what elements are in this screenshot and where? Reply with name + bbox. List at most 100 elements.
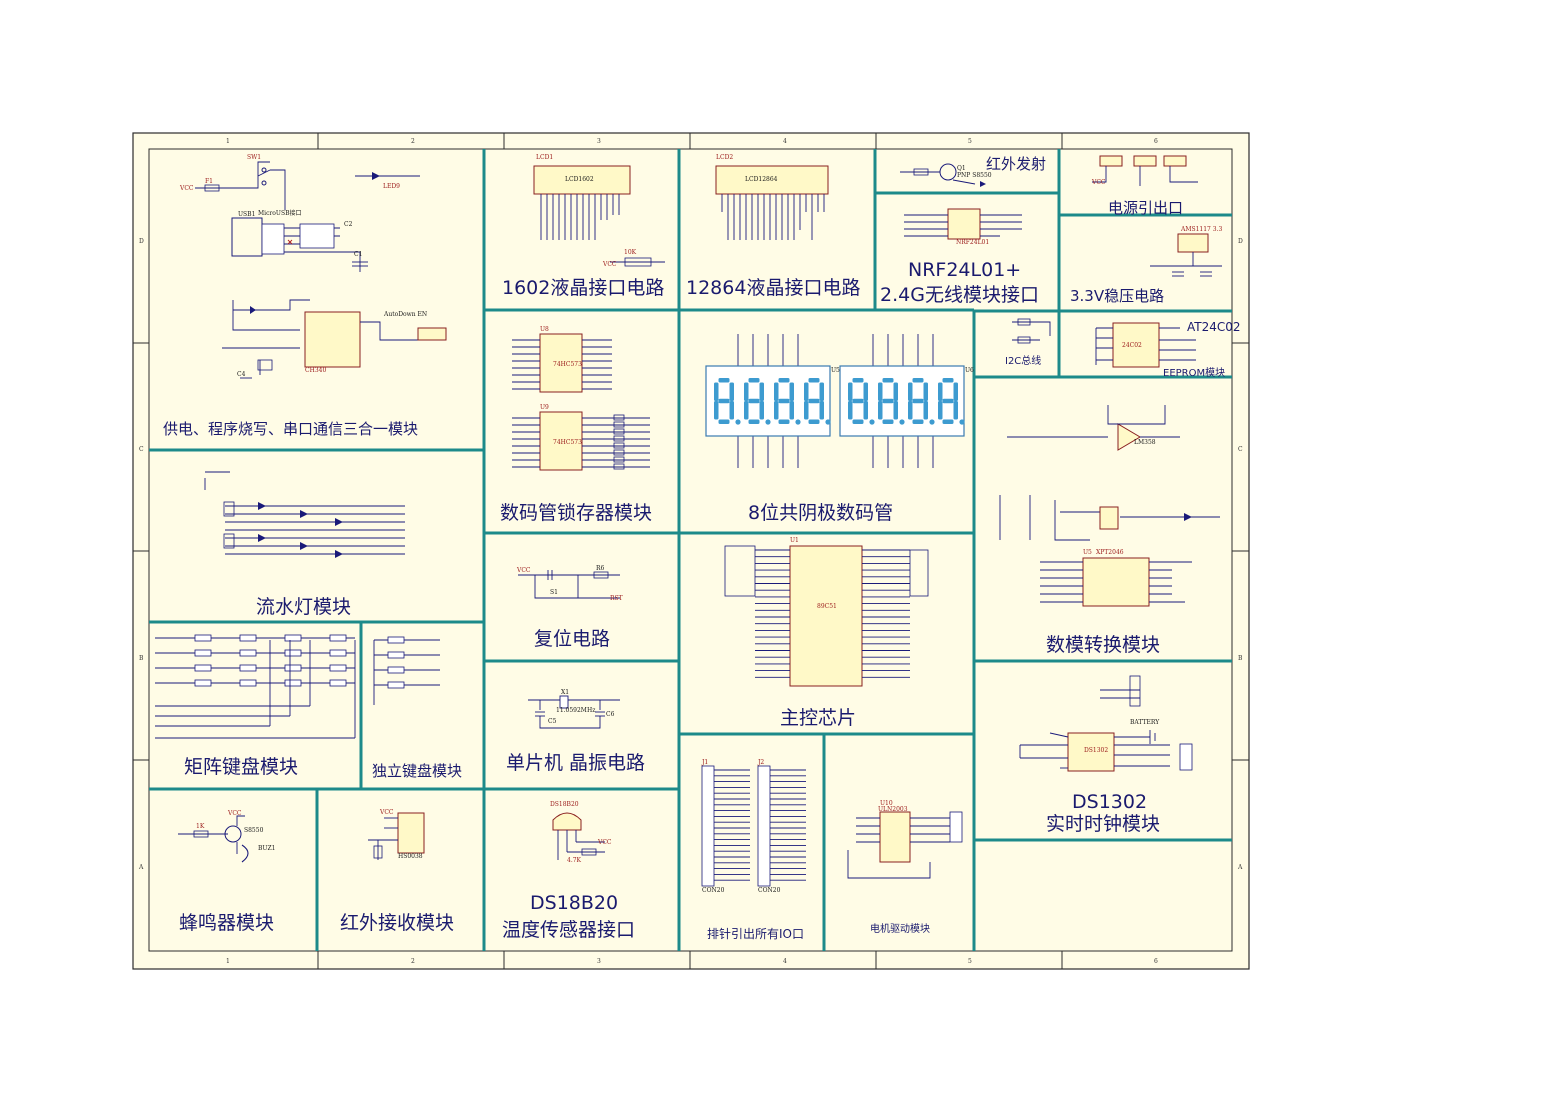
vcc-net-1: VCC (179, 185, 194, 192)
eeprom-module: 24C02 AT24C02 EEPROM模块 (1095, 320, 1241, 379)
u8-label: U8 (540, 326, 549, 333)
q1-label: Q1 (957, 165, 966, 172)
f1-label: F1 (205, 178, 213, 185)
led9-label: LED9 (383, 183, 400, 190)
usb1-label: USB1 (238, 211, 255, 218)
xpt-label: XPT2046 (1096, 549, 1124, 556)
lcd1-label: LCD1 (536, 154, 553, 161)
pnp-label: PNP S8550 (957, 172, 992, 179)
led-flow-module: 流水灯模块 (204, 471, 405, 618)
seg-u5-label: U5 (831, 367, 840, 374)
hs0038-label: HS0038 (398, 853, 423, 860)
uln-label: ULN2003 (878, 806, 908, 813)
c4-label: C4 (237, 371, 246, 378)
ir-rx-module: HS0038 VCC 红外接收模块 (340, 809, 454, 934)
nrf-chip-label: NRF24L01 (956, 239, 989, 246)
lcd1602-module-title: 1602液晶接口电路 (502, 277, 664, 299)
ruler-col-5-top: 5 (968, 138, 972, 145)
battery-label: BATTERY (1130, 719, 1160, 726)
xtal-freq: 11.0592MHz (556, 707, 595, 714)
seg8-module-title: 8位共阴极数码管 (748, 502, 893, 524)
lcd2-label: LCD2 (716, 154, 733, 161)
j2-label: J2 (757, 759, 764, 766)
usb-label: MicroUSB接口 (258, 209, 301, 217)
vcc-net-power-out: VCC (1091, 179, 1106, 186)
i2c-module: I2C总线 (1005, 318, 1051, 367)
ams-label: AMS1117 3.3 (1180, 226, 1222, 233)
vcc-net-lcd1602: VCC (602, 261, 617, 268)
seg-u6-label: U6 (965, 367, 974, 374)
ir-tx-module: Q1 PNP S8550 红外发射 (900, 155, 1046, 187)
dac-module: LM358 U5 XPT2046 数模转换模块 (999, 405, 1220, 656)
dac-title: 数模转换模块 (1046, 634, 1160, 656)
ruler-col-3-top: 3 (597, 138, 601, 145)
ruler-col-2-bottom: 2 (411, 958, 415, 965)
u9-label: U9 (540, 404, 549, 411)
ruler-row-b-left: B (139, 655, 144, 662)
reset-module: VCC R6 S1 RST 复位电路 (516, 565, 623, 650)
seg8-module: U5 U6 8位共阴极数码管 (705, 334, 974, 524)
ruler-col-1-top: 1 (226, 138, 230, 145)
buzzer-title: 蜂鸣器模块 (179, 912, 274, 934)
lcd12864-name: LCD12864 (745, 176, 778, 183)
mcu-title: 主控芯片 (780, 707, 856, 729)
ds18b20-vcc: VCC (597, 839, 612, 846)
ruler-col-2-top: 2 (411, 138, 415, 145)
nrf-module: NRF24L01 NRF24L01+ 2.4G无线模块接口 (880, 208, 1039, 306)
reset-vcc: VCC (516, 567, 531, 574)
ch340-label: CH340 (305, 367, 326, 374)
mcu-chip-name: 89C51 (817, 603, 837, 610)
ruler-col-3-bottom: 3 (597, 958, 601, 965)
ruler-row-a-right: A (1237, 864, 1243, 871)
ruler-labels: 1 2 3 4 5 6 1 2 3 4 5 6 D C B A D C B A (138, 138, 1243, 965)
lcd12864-module-title: 12864液晶接口电路 (686, 277, 860, 299)
power-module-title: 供电、程序烧写、串口通信三合一模块 (163, 420, 418, 438)
latch2-name: 74HC573 (553, 439, 582, 446)
ir-rx-vcc: VCC (379, 809, 394, 816)
ds1302-chip-label: DS1302 (1084, 747, 1108, 754)
ruler-col-4-top: 4 (783, 138, 787, 145)
ruler-row-c-left: C (139, 446, 144, 453)
nrf-title-2: 2.4G无线模块接口 (880, 284, 1039, 306)
crystal-title: 单片机 晶振电路 (506, 752, 645, 774)
ir-rx-title: 红外接收模块 (340, 912, 454, 934)
io-header-module: J1 J2 CON20 CON20 排针引出所有IO口 (701, 759, 806, 941)
lm358-label: LM358 (1134, 439, 1156, 446)
rtc-title-2: 实时时钟模块 (1046, 813, 1160, 835)
reg33-title: 3.3V稳压电路 (1070, 287, 1164, 305)
power-module: SW1 VCC F1 LED9 USB1 MicroUSB接口 C2 C1 CH… (163, 154, 447, 438)
sheet-frame (132, 132, 1250, 970)
seg-digit-group (714, 378, 965, 425)
buzzer-part-label: BUZ1 (258, 845, 275, 852)
reset-title: 复位电路 (534, 628, 610, 650)
latch-module: U8 U9 74HC573 74HC573 数码 (500, 326, 652, 524)
ruler-row-c-right: C (1238, 446, 1243, 453)
motor-title: 电机驱动模块 (870, 922, 930, 935)
ir-tx-title: 红外发射 (986, 155, 1046, 173)
ds18b20-title-2: 温度传感器接口 (502, 919, 635, 941)
buzzer-module: 1K S8550 VCC BUZ1 蜂鸣器模块 (178, 810, 275, 934)
j1-label: J1 (701, 759, 708, 766)
c1-label: C1 (354, 251, 362, 258)
c5-cap-label: C5 (548, 718, 557, 725)
ruler-col-5-bottom: 5 (968, 958, 972, 965)
latch1-name: 74HC573 (553, 361, 582, 368)
autodown-label: AutoDown EN (383, 311, 427, 318)
module-dividers (149, 149, 1232, 951)
lcd1602-pot-value: 10K (624, 249, 637, 256)
mcu-module: U1 89C51 主控芯片 (724, 537, 929, 729)
r6-label: R6 (596, 565, 605, 572)
c6-cap-label: C6 (606, 711, 615, 718)
ruler-col-4-bottom: 4 (783, 958, 787, 965)
lcd12864-module: LCD2 LCD12864 12864液晶接口电路 (686, 154, 860, 299)
lcd1602-name: LCD1602 (565, 176, 594, 183)
eeprom-chip-label: 24C02 (1122, 342, 1142, 349)
sw1-label: SW1 (247, 154, 261, 161)
u10-label: U10 (880, 800, 893, 807)
u1-label: U1 (790, 537, 799, 544)
matrix-kb-module: 矩阵键盘模块 (155, 634, 356, 778)
power-out-module: VCC 电源引出口 (1091, 155, 1198, 217)
rst-net: RST (610, 595, 623, 602)
ruler-col-1-bottom: 1 (226, 958, 230, 965)
